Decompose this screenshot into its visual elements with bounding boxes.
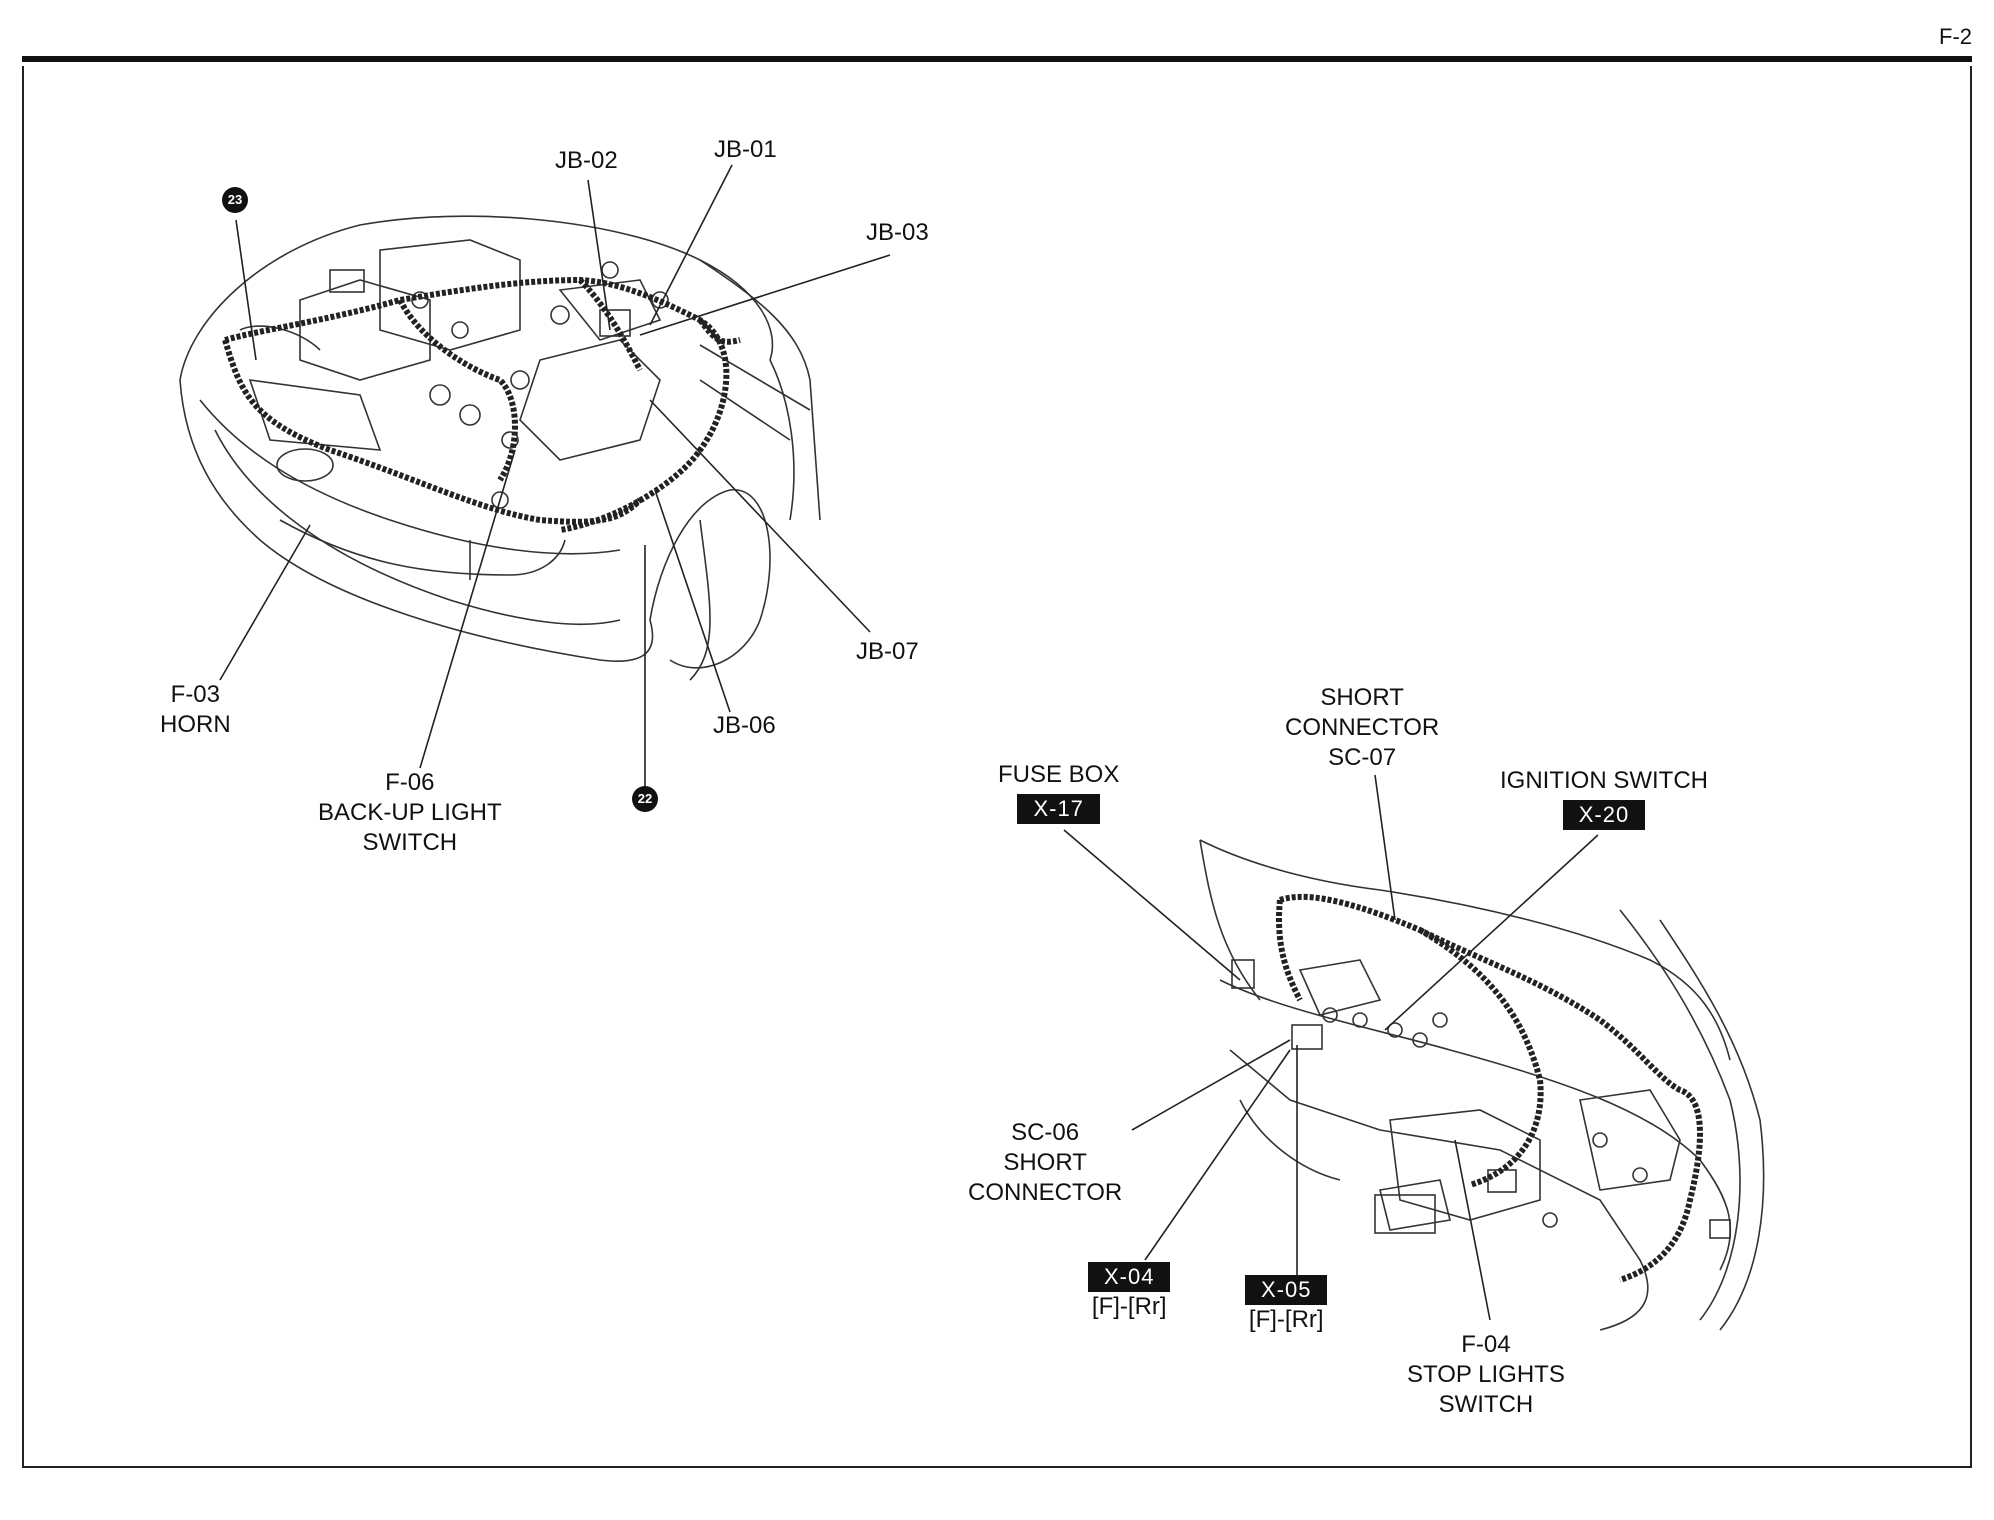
callout-ignition-switch-name: IGNITION SWITCH [1500, 767, 1708, 794]
callout-x-05-sub: [F]-[Rr] [1248, 1306, 1324, 1333]
callout-x-04-sub: [F]-[Rr] [1091, 1293, 1167, 1320]
callout-fuse-box: FUSE BOX X-17 [998, 760, 1119, 824]
front-harness-drawing [222, 276, 741, 533]
callout-sc-07-code: SC-07 [1328, 744, 1397, 771]
reference-marker-22: 22 [632, 786, 658, 812]
callout-sc-06-line2: CONNECTOR [968, 1179, 1123, 1206]
interior-dash-drawing [1199, 839, 1765, 1331]
connector-tag-x-05: X-05 [1245, 1275, 1328, 1305]
interior-leader-lines [1063, 774, 1599, 1321]
callout-f-04-line2: SWITCH [1438, 1391, 1534, 1418]
callout-f-03-name: HORN [160, 711, 231, 738]
header-rule [22, 56, 1972, 62]
callout-sc-07-line1: SHORT [1320, 684, 1404, 711]
callout-jb-02: JB-02 [555, 147, 618, 174]
callout-sc-06-line1: SHORT [1003, 1149, 1087, 1176]
callout-f-06-backup-light-switch: F-06 BACK-UP LIGHT SWITCH [318, 768, 502, 858]
callout-f-03-horn: F-03 HORN [160, 680, 231, 740]
callout-f-06-code: F-06 [385, 769, 435, 796]
connector-tag-x-17: X-17 [1017, 794, 1100, 824]
callout-jb-07: JB-07 [856, 638, 919, 665]
callout-sc-06-code: SC-06 [1011, 1119, 1080, 1146]
callout-f-04-line1: STOP LIGHTS [1407, 1361, 1565, 1388]
callout-sc-07-short-connector: SHORT CONNECTOR SC-07 [1285, 683, 1439, 773]
page-frame [22, 66, 1972, 1468]
callout-fuse-box-name: FUSE BOX [998, 761, 1120, 788]
callout-sc-07-line2: CONNECTOR [1285, 714, 1440, 741]
callout-jb-06: JB-06 [713, 712, 776, 739]
callout-sc-06-short-connector: SC-06 SHORT CONNECTOR [968, 1118, 1122, 1208]
connector-tag-x-04: X-04 [1088, 1262, 1171, 1292]
callout-f-04-code: F-04 [1461, 1331, 1511, 1358]
callout-ignition-switch: IGNITION SWITCH X-20 [1500, 766, 1708, 830]
callout-jb-01: JB-01 [714, 136, 777, 163]
front-leader-lines [219, 164, 891, 790]
page-number: F-2 [1939, 24, 1972, 49]
front-car-body-drawing [179, 215, 821, 681]
callout-x-05: X-05 [F]-[Rr] [1245, 1275, 1328, 1335]
callout-f-04-stop-lights-switch: F-04 STOP LIGHTS SWITCH [1407, 1330, 1565, 1420]
callout-jb-03: JB-03 [866, 219, 929, 246]
callout-f-06-line2: SWITCH [362, 829, 458, 856]
callout-f-06-line1: BACK-UP LIGHT [318, 799, 502, 826]
callout-x-04: X-04 [F]-[Rr] [1088, 1262, 1171, 1322]
reference-marker-23: 23 [222, 187, 248, 213]
callout-f-03-code: F-03 [170, 681, 221, 708]
connector-tag-x-20: X-20 [1562, 800, 1646, 830]
